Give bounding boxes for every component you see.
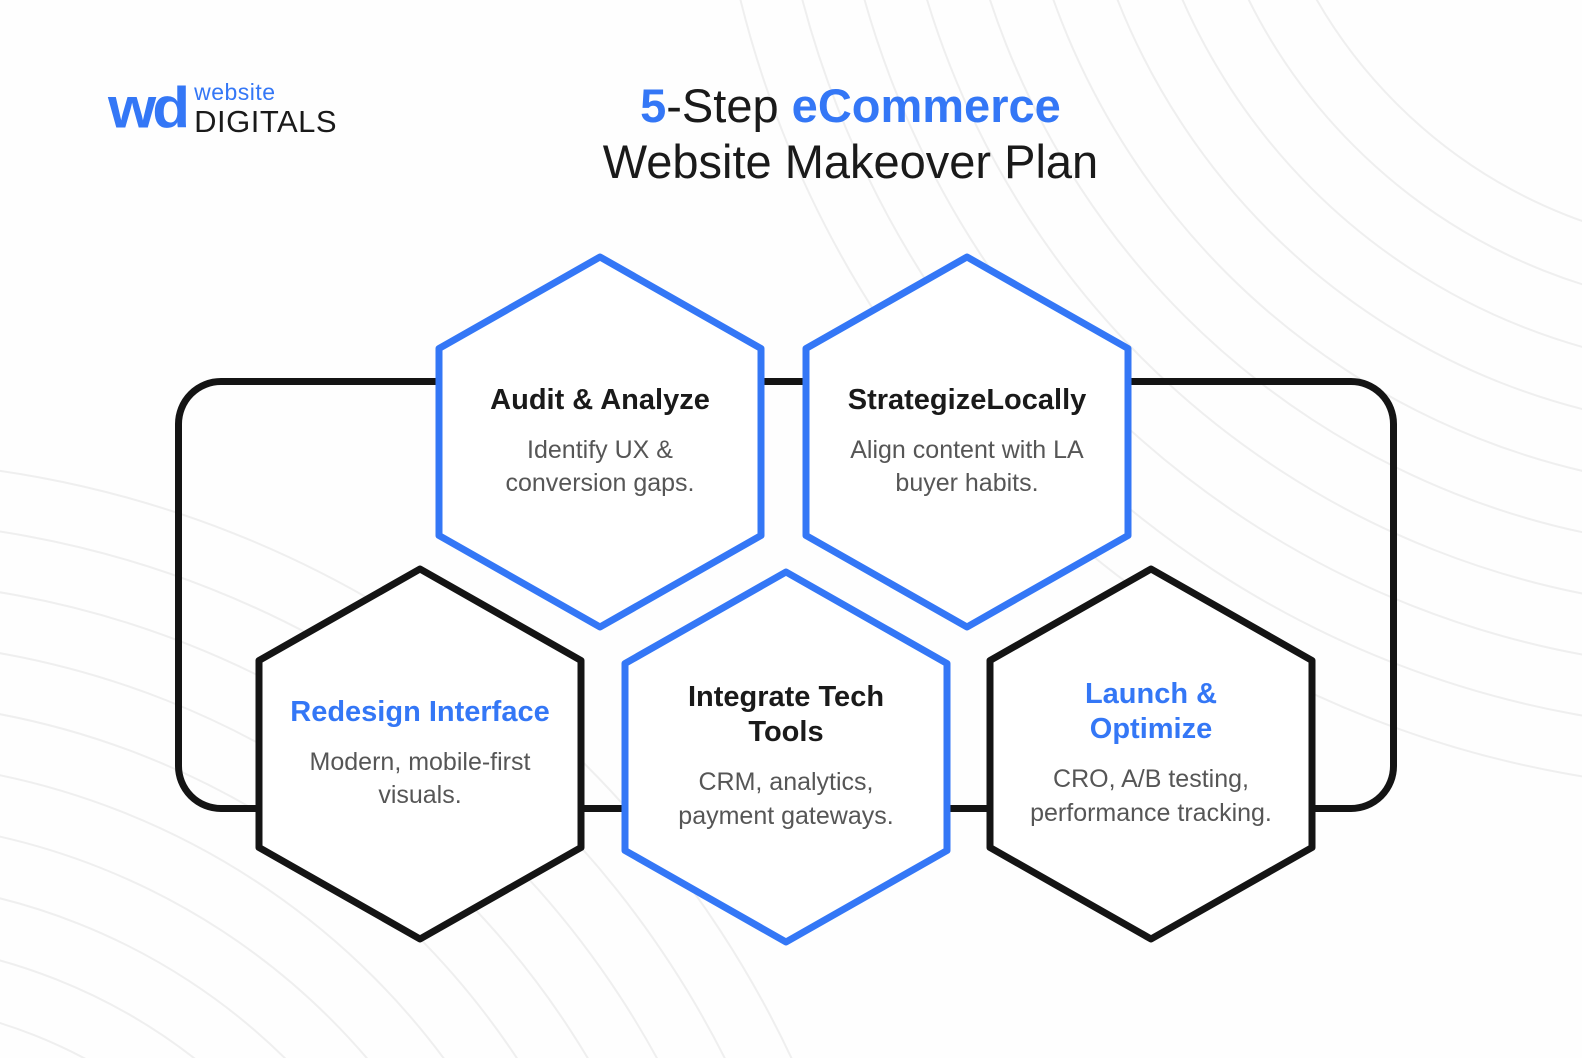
- step-description: Align content with LA buyer habits.: [850, 435, 1084, 498]
- step-content: Launch & Optimize CRO, A/B testing, perf…: [986, 565, 1316, 943]
- step-content: Integrate Tech Tools CRM, analytics, pay…: [621, 568, 951, 946]
- page-title-line1: 5-Step eCommerce: [603, 78, 1098, 134]
- step-title: Audit & Analyze: [490, 383, 710, 416]
- step-hexagon-launch-optimize: Launch & Optimize CRO, A/B testing, perf…: [986, 565, 1316, 943]
- step-description: Identify UX & conversion gaps.: [505, 435, 695, 498]
- page-title-step: -Step: [666, 79, 792, 132]
- step-title: Launch & Optimize: [1084, 678, 1218, 746]
- brand-logo-mark-icon: wd: [108, 76, 190, 141]
- page-title-line2: Website Makeover Plan: [602, 135, 1099, 189]
- brand-logo: wd website DIGITALS: [108, 78, 337, 140]
- page-title: 5-Step eCommerce Website Makeover Plan: [603, 78, 1098, 191]
- step-hexagon-integrate-tech-tools: Integrate Tech Tools CRM, analytics, pay…: [621, 568, 951, 946]
- step-title: Integrate Tech Tools: [687, 681, 885, 749]
- step-hexagon-redesign-interface: Redesign Interface Modern, mobile-first …: [255, 565, 585, 943]
- step-description: CRM, analytics, payment gateways.: [678, 768, 894, 830]
- step-content: Redesign Interface Modern, mobile-first …: [255, 565, 585, 943]
- step-title: StrategizeLocally: [847, 383, 1087, 416]
- step-description: Modern, mobile-first visuals.: [309, 747, 531, 810]
- brand-logo-text: website DIGITALS: [194, 79, 338, 139]
- page-title-ecommerce: eCommerce: [791, 79, 1061, 132]
- page-title-five: 5: [640, 79, 667, 132]
- step-title: Redesign Interface: [290, 695, 550, 728]
- brand-name-top: website: [194, 79, 276, 105]
- brand-name-bottom: DIGITALS: [194, 104, 338, 139]
- step-description: CRO, A/B testing, performance tracking.: [1030, 765, 1272, 827]
